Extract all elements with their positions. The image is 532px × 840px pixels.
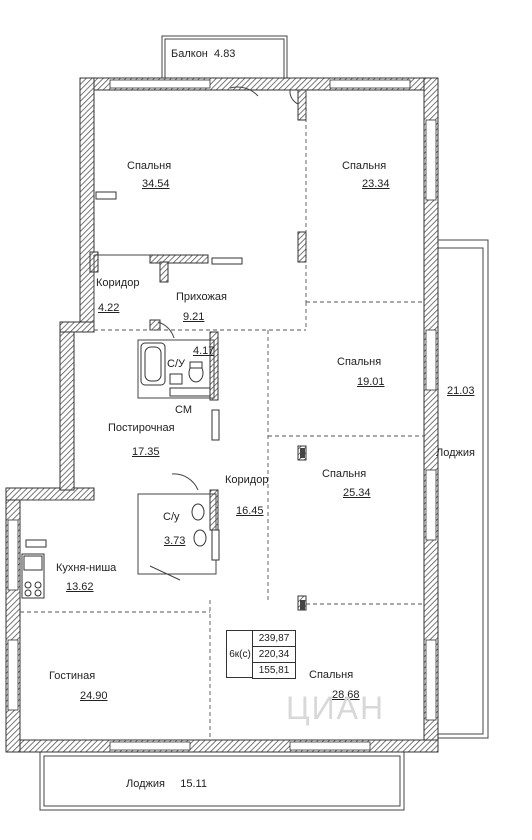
room-label-balcony: Балкон 4.83 (171, 48, 236, 60)
room-label-loggia-right: Лоджия (436, 447, 475, 459)
kitchen-stove (21, 553, 45, 599)
room-area-bathroom-1: 4.17 (193, 345, 215, 357)
room-area-kitchen-niche: 13.62 (66, 581, 94, 593)
room-label-bedroom-1: Спальня (127, 160, 172, 172)
partitions (20, 254, 217, 581)
loggia-right-outline (431, 239, 489, 739)
room-label-hallway: Прихожая (176, 291, 227, 303)
room-area-corridor-1: 4.22 (98, 302, 120, 314)
room-area-bathroom-2: 3.73 (164, 535, 186, 547)
area-without-loggia: 220,34 (253, 647, 295, 663)
room-label-loggia-bottom: Лоджия 15.11 (126, 778, 207, 790)
zone-lines (20, 90, 424, 740)
radiators (25, 191, 305, 610)
room-area-loggia-right: 21.03 (447, 385, 475, 397)
doors (157, 86, 299, 491)
room-label-laundry: Постирочная (108, 422, 175, 434)
room-label-bathroom-2: С/у (163, 511, 180, 523)
room-area-living-room: 24.90 (80, 690, 108, 702)
room-label-bedroom-3: Спальня (337, 356, 382, 368)
room-label-bedroom-4: Спальня (322, 468, 367, 480)
room-label-washing-machine: СМ (175, 404, 192, 416)
room-label-living-room: Гостиная (49, 670, 96, 682)
area-summary-table: 6к(с) 239,87 220,34 155,81 (226, 630, 296, 679)
room-area-bedroom-5: 28.68 (332, 689, 360, 701)
total-area: 239,87 (253, 631, 295, 647)
room-label-bathroom-1: С/У (167, 358, 185, 370)
room-label-corridor-1: Коридор (96, 277, 140, 289)
room-area-bedroom-3: 19.01 (357, 376, 385, 388)
room-label-bedroom-2: Спальня (342, 160, 387, 172)
room-area-hallway: 9.21 (183, 311, 205, 323)
room-label-corridor-2: Коридор (225, 474, 269, 486)
watermark: ЦИАН (286, 690, 386, 726)
room-label-bedroom-5: Спальня (309, 669, 354, 681)
windows (7, 79, 437, 751)
room-area-bedroom-2: 23.34 (362, 178, 390, 190)
room-area-bedroom-4: 25.34 (343, 487, 371, 499)
room-area-bedroom-1: 34.54 (142, 178, 170, 190)
living-area: 155,81 (258, 665, 290, 676)
loggia-bottom-outline (39, 751, 405, 811)
room-area-corridor-2: 16.45 (236, 505, 264, 517)
apartment-type: 6к(с) (226, 630, 253, 678)
bathroom-fixtures (140, 342, 211, 547)
room-label-kitchen-niche: Кухня-ниша (56, 562, 117, 574)
room-area-laundry: 17.35 (132, 446, 160, 458)
